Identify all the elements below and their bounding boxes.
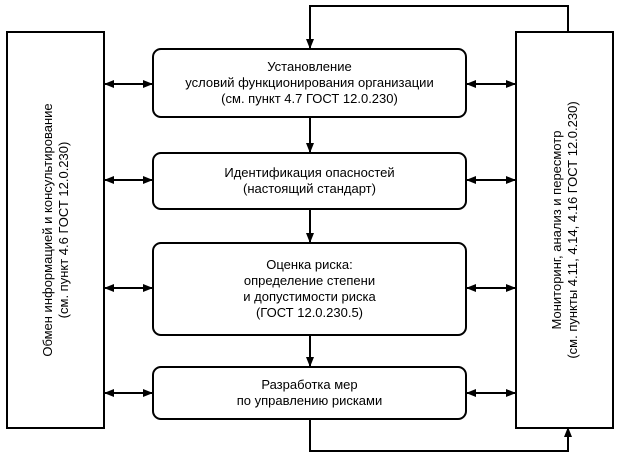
monitoring-panel-reference: (см. пункты 4.11, 4.14, 4.16 ГОСТ 12.0.2… <box>564 101 580 359</box>
context-box-line1: Установление <box>267 59 352 74</box>
treatment-box-line2: по управлению рисками <box>236 393 383 408</box>
context-box: Установление условий функционирования ор… <box>152 48 467 118</box>
communication-panel-title: Обмен информацией и консультирование <box>39 103 55 357</box>
monitoring-panel-title: Мониторинг, анализ и пересмотр <box>548 130 564 330</box>
monitoring-panel-text: Мониторинг, анализ и пересмотр (см. пунк… <box>549 40 581 420</box>
context-box-line2: условий функционирования организации <box>185 75 434 90</box>
identification-box-line2: (настоящий стандарт) <box>243 181 376 196</box>
identification-box: Идентификация опасностей (настоящий стан… <box>152 152 467 210</box>
communication-panel-reference: (см. пункт 4.6 ГОСТ 12.0.230) <box>55 141 71 319</box>
assessment-box-line2: определение степени <box>243 273 376 288</box>
treatment-box: Разработка мер по управлению рисками <box>152 366 467 420</box>
feedback-loop-top <box>306 5 569 49</box>
assessment-box-line4: (ГОСТ 12.0.230.5) <box>255 305 364 320</box>
assessment-box: Оценка риска: определение степени и допу… <box>152 242 467 336</box>
treatment-box-line1: Разработка мер <box>261 377 358 392</box>
assessment-box-line1: Оценка риска: <box>266 257 353 272</box>
communication-panel: Обмен информацией и консультирование (см… <box>6 31 105 429</box>
feedback-loop-bottom <box>309 420 572 452</box>
monitoring-panel: Мониторинг, анализ и пересмотр (см. пунк… <box>515 31 614 429</box>
identification-box-line1: Идентификация опасностей <box>224 165 395 180</box>
communication-panel-text: Обмен информацией и консультирование (см… <box>40 40 72 420</box>
context-box-line3: (см. пункт 4.7 ГОСТ 12.0.230) <box>221 91 398 106</box>
assessment-box-line3: и допустимости риска <box>243 289 376 304</box>
